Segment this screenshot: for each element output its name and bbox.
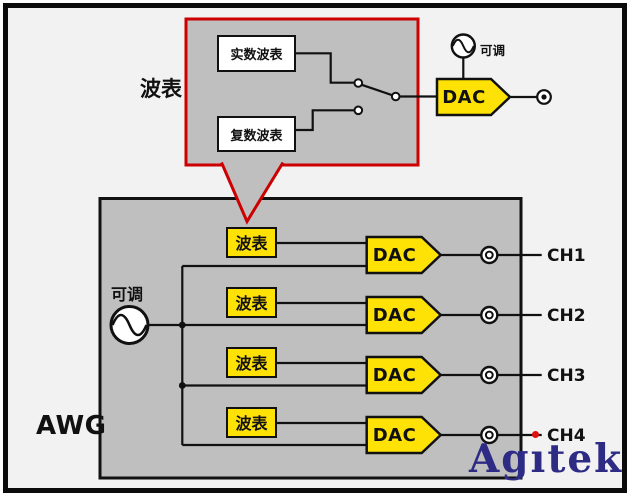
channel-label-ch1: CH1 [547,246,586,266]
wavetable-box: 波表 [226,406,277,438]
wavetable-label: 波表 [235,414,268,433]
dac-label: DAC [442,86,486,108]
callout-clock-label: 可调 [480,42,506,58]
output-connector-icon [536,89,552,105]
channel-label-ch2: CH2 [547,306,586,326]
dac-label: DAC [372,364,417,386]
dac-shape [365,415,443,455]
output-connector-icon [480,245,499,265]
dac-shape [435,77,512,117]
complex-wavetable-label: 复数波表 [230,128,283,144]
logo-text: Ag [469,436,531,482]
dac-label: DAC [372,424,417,446]
awg-title: AWG [36,411,107,441]
logo-red-dot-icon [531,431,539,438]
real-wavetable-box: 实数波表 [217,34,296,72]
switch-arm-icon [361,83,393,97]
wavetable-box: 波表 [226,226,277,258]
dac-shape [365,295,443,335]
callout-pointer-outline [220,161,285,225]
callout-title: 波表 [140,77,182,101]
wavetable-label: 波表 [235,294,268,313]
dac-shape [365,355,443,395]
awg-box [98,197,523,480]
awg-clock-label: 可调 [111,285,144,304]
switch-icon [353,78,401,116]
sine-source-icon [450,33,476,59]
dac-label: DAC [372,244,417,266]
channel-label-ch3: CH3 [547,366,586,386]
sine-source-icon [109,305,150,345]
wavetable-label: 波表 [235,354,268,373]
output-connector-icon [480,305,499,325]
complex-wavetable-box: 复数波表 [217,116,296,152]
dac-shape [365,235,443,275]
dac-label: DAC [372,304,417,326]
wavetable-box: 波表 [226,286,277,318]
logo-text: tek [547,436,624,482]
wavetable-box: 波表 [226,346,277,378]
output-connector-icon [480,365,499,385]
real-wavetable-label: 实数波表 [230,47,283,63]
bus-junction-dots [178,321,186,389]
wavetable-label: 波表 [235,234,268,253]
callout-pointer [221,162,283,222]
logo-i: ı [531,431,548,482]
channel-label-ch4: CH4 [547,426,586,446]
output-connector-icon [480,425,499,445]
